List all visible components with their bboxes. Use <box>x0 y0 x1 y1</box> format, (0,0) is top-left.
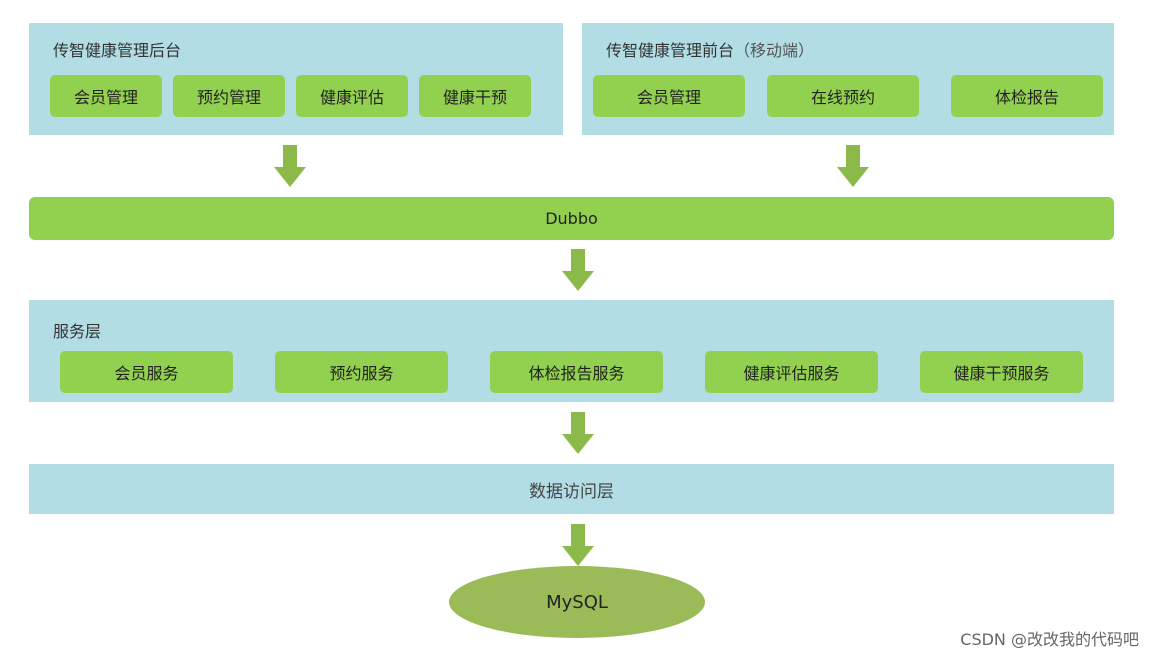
front-panel-title: 传智健康管理前台（移动端） <box>606 37 814 61</box>
down-arrow-icon <box>274 145 306 187</box>
front-item-report: 体检报告 <box>951 75 1103 117</box>
down-arrow-icon <box>837 145 869 187</box>
mysql-database: MySQL <box>449 566 705 638</box>
down-arrow-icon <box>562 524 594 566</box>
admin-item-appointment: 预约管理 <box>173 75 285 117</box>
dubbo-bar: Dubbo <box>29 197 1114 240</box>
service-item-member: 会员服务 <box>60 351 233 393</box>
service-layer-title: 服务层 <box>53 322 102 341</box>
down-arrow-icon <box>562 249 594 291</box>
service-item-assessment: 健康评估服务 <box>705 351 878 393</box>
data-access-layer: 数据访问层 <box>29 464 1114 514</box>
service-item-appointment: 预约服务 <box>275 351 448 393</box>
watermark: CSDN @改改我的代码吧 <box>960 630 1139 649</box>
front-item-online-booking: 在线预约 <box>767 75 919 117</box>
admin-item-assessment: 健康评估 <box>296 75 408 117</box>
front-panel: 传智健康管理前台（移动端） 会员管理 在线预约 体检报告 <box>582 23 1114 135</box>
service-layer-panel: 服务层 会员服务 预约服务 体检报告服务 健康评估服务 健康干预服务 <box>29 300 1114 402</box>
service-item-report: 体检报告服务 <box>490 351 663 393</box>
admin-item-intervention: 健康干预 <box>419 75 531 117</box>
service-item-intervention: 健康干预服务 <box>920 351 1083 393</box>
mysql-label: MySQL <box>546 591 608 613</box>
front-item-member: 会员管理 <box>593 75 745 117</box>
down-arrow-icon <box>562 412 594 454</box>
admin-panel-title: 传智健康管理后台 <box>53 41 182 60</box>
front-panel-title-main: 传智健康管理前台 <box>606 41 735 60</box>
dubbo-label: Dubbo <box>545 209 598 228</box>
admin-item-member: 会员管理 <box>50 75 162 117</box>
admin-panel: 传智健康管理后台 会员管理 预约管理 健康评估 健康干预 <box>29 23 563 135</box>
data-access-layer-label: 数据访问层 <box>529 481 614 502</box>
front-panel-title-sub: （移动端） <box>734 41 815 60</box>
